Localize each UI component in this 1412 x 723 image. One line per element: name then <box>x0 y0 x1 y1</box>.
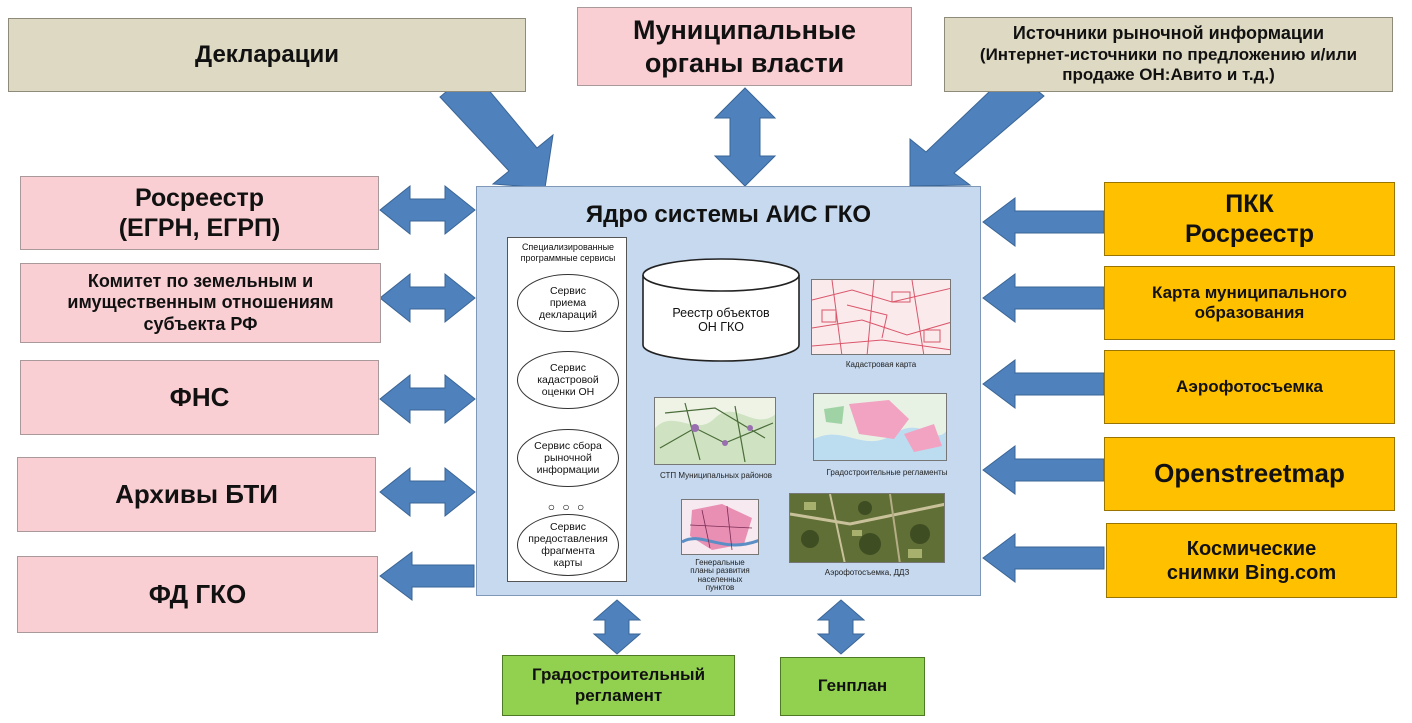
svc2-line-1: Сервис <box>550 361 586 374</box>
general-caption-line-2: планы развития <box>690 566 750 576</box>
bing-images-box: Космические снимки Bing.com <box>1106 523 1397 598</box>
municipal-map-line-2: образования <box>1194 303 1305 322</box>
arrow-aerial <box>982 359 1105 409</box>
urban-reg-line-2: регламент <box>574 685 663 705</box>
stp-map-image <box>654 397 776 465</box>
general-caption-line-4: пунктов <box>705 583 735 593</box>
pkk-line-1: ПКК <box>1225 190 1274 218</box>
declarations-box: Декларации <box>8 18 526 92</box>
arrow-municipal <box>713 87 777 187</box>
urban-regulations-map-image <box>813 393 947 461</box>
bing-line-1: Космические <box>1186 537 1317 560</box>
fns-label: ФНС <box>169 381 230 412</box>
registry-line-2: ОН ГКО <box>698 319 744 334</box>
svc4-line-3: фрагмента <box>541 545 595 557</box>
urban-reg-line-1: Градостроительный <box>531 665 706 685</box>
svc4-line-4: карты <box>553 557 583 570</box>
bti-label: Архивы БТИ <box>115 478 278 509</box>
arrow-fns <box>379 373 476 425</box>
committee-line-2: имущественным отношениям <box>67 292 334 313</box>
arrow-osm <box>982 445 1105 495</box>
market-line-1: Источники рыночной информации <box>1012 23 1325 44</box>
registry-label: Реестр объектов ОН ГКО <box>641 306 801 335</box>
svc1-line-1: Сервис <box>550 284 586 297</box>
municipal-line-2: органы власти <box>644 47 845 78</box>
svc4-line-1: Сервис <box>550 520 586 533</box>
urban-regulation-box: Градостроительный регламент <box>502 655 735 716</box>
arrow-genplan <box>816 599 866 655</box>
arrow-pkk <box>982 197 1105 247</box>
more-services-dots: ○ ○ ○ <box>547 500 587 514</box>
stp-map-caption: СТП Муниципальных районов <box>659 471 772 480</box>
general-plans-caption: Генеральные планы развития населенных пу… <box>673 558 767 593</box>
rosreestr-line-1: Росреестр <box>134 184 265 212</box>
arrow-bti <box>379 466 476 518</box>
fns-box: ФНС <box>20 360 379 435</box>
aerial-ddz-caption: Аэрофотосъемка, ДДЗ <box>824 568 910 577</box>
core-title: Ядро системы АИС ГКО <box>585 201 872 228</box>
rosreestr-line-2: (ЕГРН, ЕГРП) <box>118 214 281 242</box>
general-plans-map-image <box>681 499 759 555</box>
general-caption-line-1: Генеральные <box>695 558 745 567</box>
osm-label: Openstreetmap <box>1154 458 1345 489</box>
svc1-line-2: приема <box>549 296 587 309</box>
svc3-line-2: рыночной <box>544 451 592 464</box>
svc4-line-2: предоставления <box>528 532 608 545</box>
fd-gko-box: ФД ГКО <box>17 556 378 633</box>
services-title-line-1: Специализированные <box>521 242 615 252</box>
pkk-rosreestr-box: ПКК Росреестр <box>1104 182 1395 256</box>
aerial-ddz-image <box>789 493 945 563</box>
bti-archives-box: Архивы БТИ <box>17 457 376 532</box>
rosreestr-box: Росреестр (ЕГРН, ЕГРП) <box>20 176 379 250</box>
pkk-line-2: Росреестр <box>1184 220 1315 248</box>
svc3-line-1: Сервис сбора <box>534 439 602 452</box>
svc2-line-2: кадастровой <box>537 373 599 386</box>
urban-regulations-caption: Градостроительные регламенты <box>826 468 948 477</box>
fdgko-label: ФД ГКО <box>148 578 247 609</box>
service-market-info: Сервис сбора рыночной информации <box>517 429 619 487</box>
arrow-committee <box>379 272 476 324</box>
services-panel: Специализированные программные сервисы С… <box>507 237 627 582</box>
service-map-fragment: Сервис предоставления фрагмента карты <box>517 514 619 576</box>
arrow-fdgko <box>379 551 475 601</box>
registry-line-1: Реестр объектов <box>672 306 770 320</box>
bing-line-2: снимки Bing.com <box>1166 561 1337 584</box>
arrow-market <box>909 69 1045 187</box>
aerial-label: Аэрофотосъемка <box>1176 376 1323 396</box>
service-cadastral-valuation: Сервис кадастровой оценки ОН <box>517 351 619 409</box>
municipal-map-line-1: Карта муниципального <box>1152 282 1347 302</box>
system-core-box: Ядро системы АИС ГКО Специализированные … <box>476 186 981 596</box>
municipal-authorities-box: Муниципальные органы власти <box>577 7 912 86</box>
land-committee-box: Комитет по земельным и имущественным отн… <box>20 263 381 343</box>
aerial-photo-box: Аэрофотосъемка <box>1104 350 1395 424</box>
services-title-line-2: программные сервисы <box>520 253 616 264</box>
service-declarations: Сервис приема деклараций <box>517 274 619 332</box>
market-line-3: продаже ОН:Авито и т.д.) <box>1062 65 1275 85</box>
svc3-line-3: информации <box>536 464 600 477</box>
declarations-label: Декларации <box>195 40 339 68</box>
svc2-line-3: оценки ОН <box>541 386 595 399</box>
registry-database: Реестр объектов ОН ГКО <box>641 257 801 365</box>
market-line-2: (Интернет-источники по предложению и/или <box>979 44 1358 64</box>
openstreetmap-box: Openstreetmap <box>1104 437 1395 511</box>
arrow-bing <box>982 533 1105 583</box>
services-title: Специализированные программные сервисы <box>510 242 626 265</box>
arrow-rosreestr <box>379 184 476 236</box>
genplan-label: Генплан <box>817 676 888 696</box>
svc1-line-3: деклараций <box>538 309 598 322</box>
municipal-line-1: Муниципальные <box>632 15 857 46</box>
arrow-municipal-map <box>982 273 1105 323</box>
municipal-map-box: Карта муниципального образования <box>1104 266 1395 340</box>
market-sources-box: Источники рыночной информации (Интернет-… <box>944 17 1393 92</box>
committee-line-3: субъекта РФ <box>143 313 258 334</box>
cadastral-map-caption: Кадастровая карта <box>845 360 917 369</box>
committee-line-1: Комитет по земельным и <box>87 270 314 291</box>
cadastral-map-image <box>811 279 951 355</box>
database-cylinder-icon <box>642 258 800 362</box>
general-caption-line-3: населенных <box>697 574 743 584</box>
genplan-box: Генплан <box>780 657 925 716</box>
arrow-urban-reg <box>592 599 642 655</box>
